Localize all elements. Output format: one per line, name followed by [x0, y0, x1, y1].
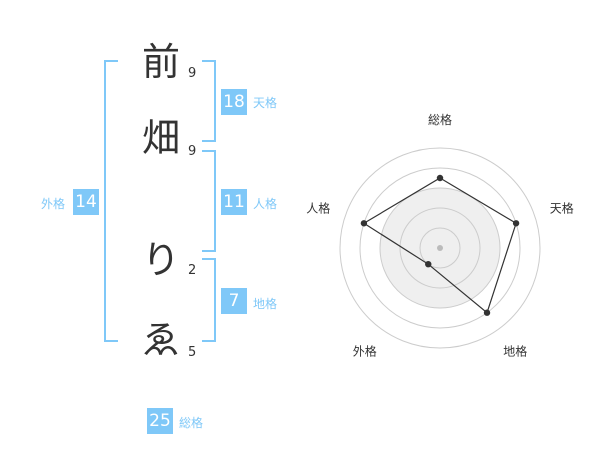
radar-axis-label-4: 外格 [353, 344, 377, 359]
radar-series-polygon [362, 177, 517, 314]
radar-point-5 [360, 220, 368, 227]
gaikaku-label: 外格 [41, 197, 66, 211]
name-char-4: ゑ [141, 318, 180, 362]
gaikaku-badge: 14 [73, 189, 99, 215]
radar-grid-ring-2 [399, 207, 481, 289]
tenkaku-bracket [202, 60, 216, 142]
radar-axis-label-3: 地格 [503, 344, 527, 359]
radar-axis-label-1: 総格 [428, 112, 452, 127]
radar-point-4 [425, 260, 432, 268]
soukaku-badge: 25 [147, 408, 173, 434]
radar-point-2 [512, 220, 520, 227]
radar-axis-label-2: 天格 [550, 200, 574, 215]
name-char-1: 前 [141, 40, 180, 84]
chikaku-bracket [202, 258, 216, 342]
chikaku-badge: 7 [221, 288, 247, 314]
radar-grid-ring-3 [379, 187, 501, 309]
jinkaku-bracket [202, 150, 216, 252]
tenkaku-label: 天格 [253, 96, 278, 110]
chikaku-label: 地格 [253, 297, 278, 311]
gaikaku-bracket [104, 60, 118, 342]
radar-point-3 [483, 309, 491, 316]
soukaku-label: 総格 [179, 416, 204, 430]
jinkaku-badge: 11 [221, 189, 247, 215]
name-char-2: 畑 [141, 116, 180, 160]
jinkaku-label: 人格 [253, 197, 278, 211]
stroke-count-2: 9 [188, 144, 197, 159]
name-char-3: り [141, 238, 180, 282]
stroke-count-3: 2 [188, 263, 197, 278]
stroke-count-4: 5 [188, 345, 197, 360]
tenkaku-badge: 18 [221, 89, 247, 115]
radar-point-1 [436, 174, 444, 182]
radar-grid-ring-4 [359, 167, 521, 329]
radar-axis-label-5: 人格 [306, 200, 330, 215]
stroke-count-1: 9 [188, 66, 197, 81]
radar-center-dot [437, 245, 443, 251]
radar-grid-ring-1 [419, 227, 461, 269]
radar-grid-ring-5 [339, 147, 541, 349]
